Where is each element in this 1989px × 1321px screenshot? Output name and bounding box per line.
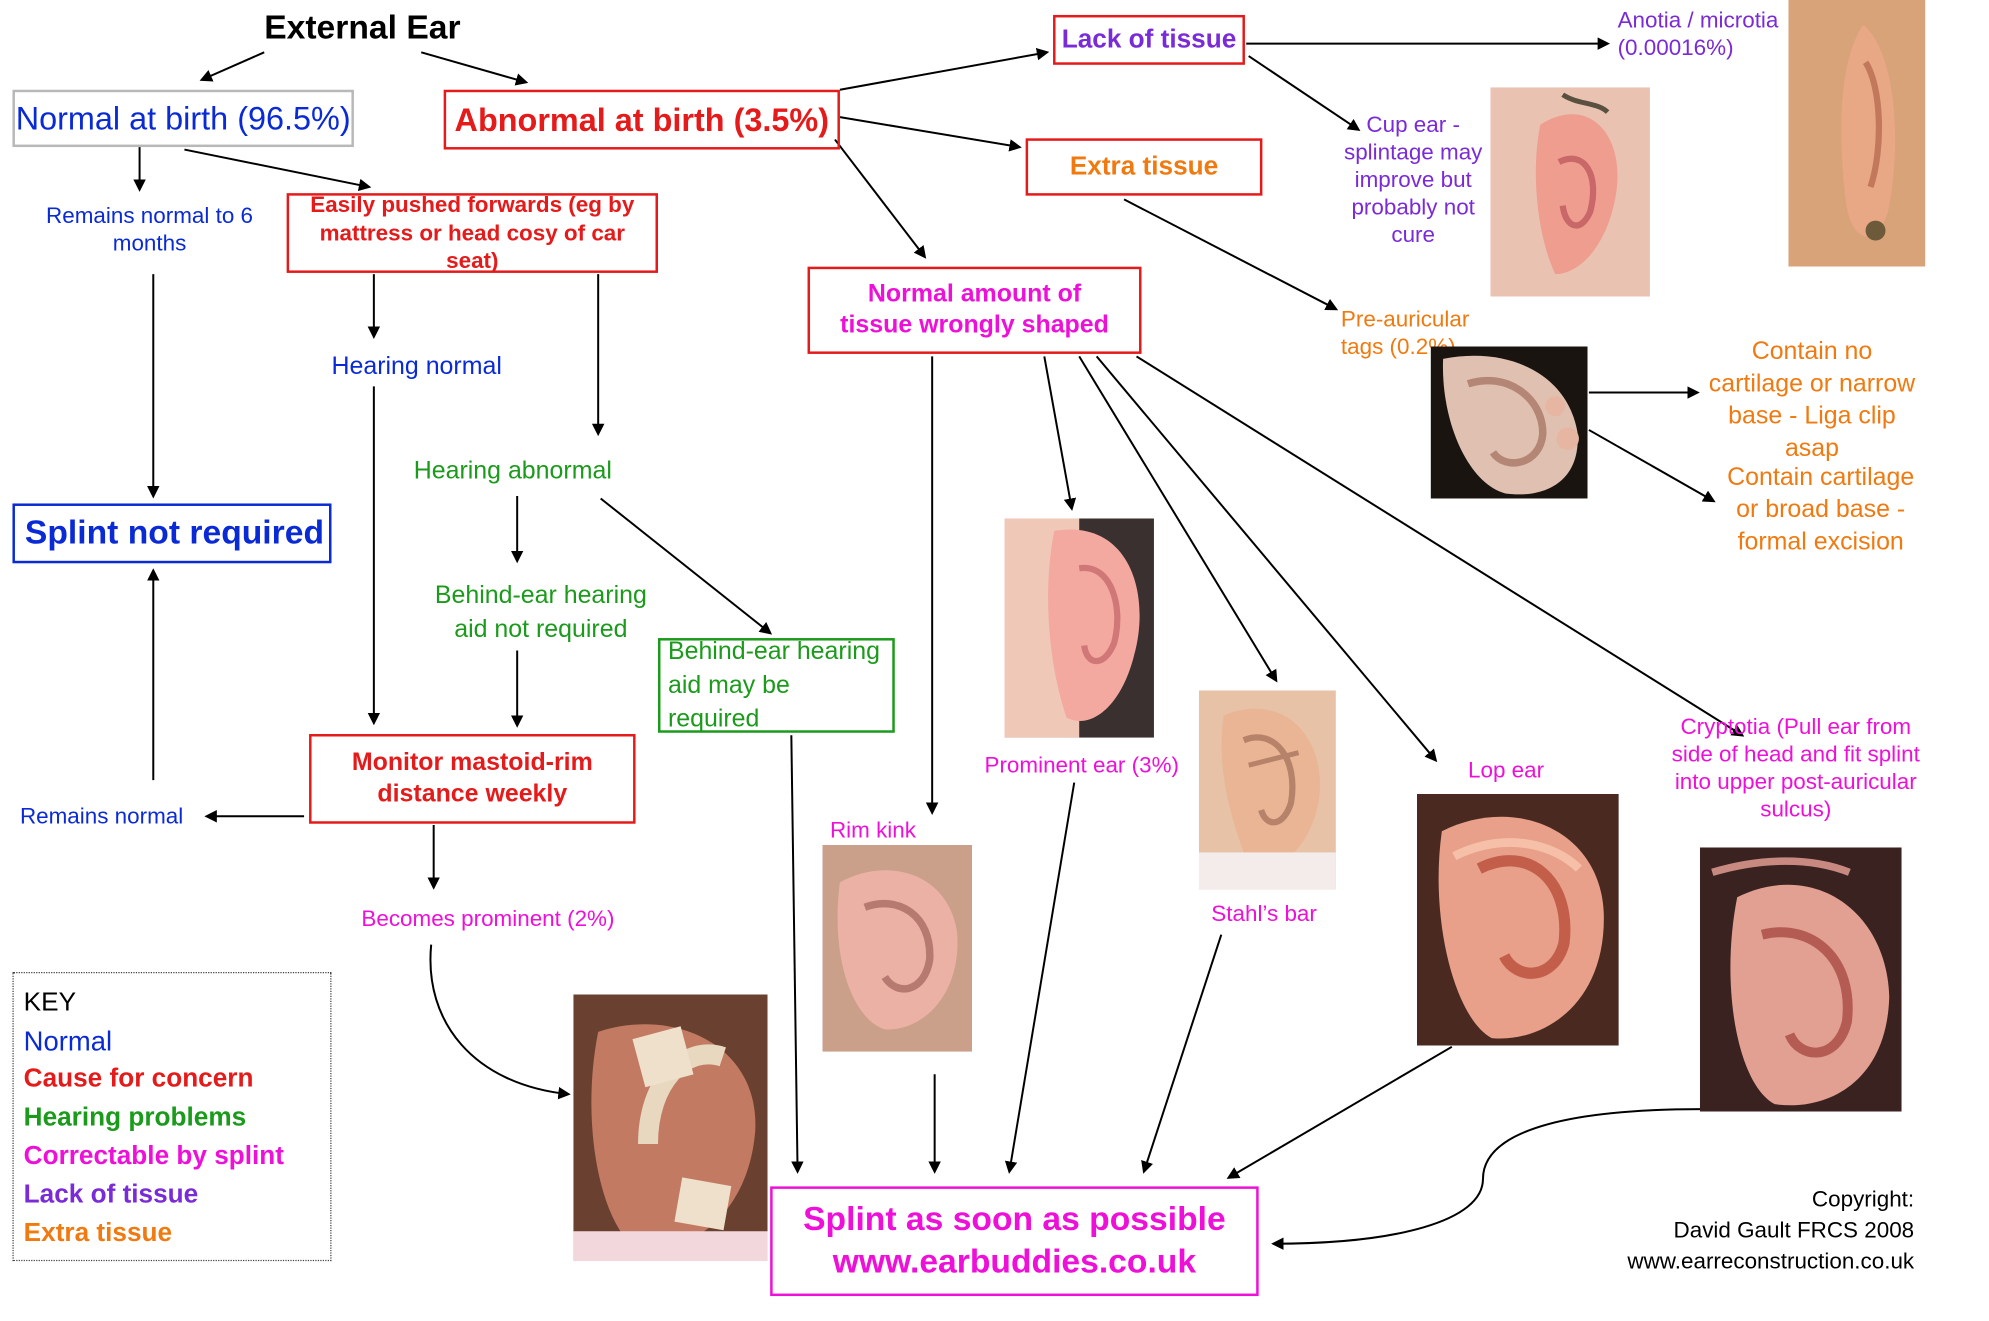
easily-pushed-box: Easily pushed forwards (eg by mattress o… <box>287 193 658 273</box>
key-legend: KEY Normal Cause for concern Hearing pro… <box>12 972 331 1261</box>
rim-kink-label: Rim kink <box>830 818 916 845</box>
anotia-microtia-label: Anotia / microtia (0.00016%) <box>1618 7 1780 62</box>
copyright-block: Copyright: David Gault FRCS 2008 www.ear… <box>1595 1184 1914 1278</box>
hearing-abnormal: Hearing abnormal <box>414 456 612 486</box>
cup-ear-photo <box>1490 87 1650 296</box>
lop-ear-label: Lop ear <box>1468 758 1544 785</box>
anotia-ear-photo <box>1788 0 1925 267</box>
cartilage-label: Contain cartilage or broad base - formal… <box>1720 461 1922 558</box>
copyright-line-2: David Gault FRCS 2008 <box>1595 1215 1914 1246</box>
key-heading: KEY <box>24 988 76 1018</box>
cup-ear-label: Cup ear - splintage may improve but prob… <box>1341 112 1486 249</box>
lop-ear-photo <box>1417 794 1619 1046</box>
extra-tissue-box: Extra tissue <box>1026 138 1263 195</box>
cryptotia-label: Cryptotia (Pull ear from side of head an… <box>1657 714 1934 823</box>
key-extra-tissue: Extra tissue <box>24 1219 172 1249</box>
becomes-prominent: Becomes prominent (2%) <box>361 906 614 933</box>
cryptotia-photo <box>1700 847 1902 1111</box>
normal-at-birth-box: Normal at birth (96.5%) <box>12 90 353 147</box>
no-cartilage-label: Contain no cartilage or narrow base - Li… <box>1702 335 1921 465</box>
earbuddies-website: www.earbuddies.co.uk <box>833 1241 1196 1283</box>
pre-auricular-tags-photo <box>1431 346 1588 498</box>
stahls-bar-label: Stahl’s bar <box>1211 901 1317 928</box>
lack-of-tissue-box: Lack of tissue <box>1053 15 1245 65</box>
abnormal-at-birth-box: Abnormal at birth (3.5%) <box>444 90 840 150</box>
diagram-title: External Ear <box>264 7 460 48</box>
prominent-ear-label: Prominent ear (3%) <box>984 753 1178 780</box>
flowchart: External Ear Normal at birth (96.5%) Rem… <box>0 0 1944 1321</box>
stahls-bar-photo <box>1199 690 1336 889</box>
key-hearing-problems: Hearing problems <box>24 1103 247 1133</box>
remains-normal-to-6-months: Remains normal to 6 months <box>37 203 261 258</box>
splint-asap-text: Splint as soon as possible <box>803 1199 1226 1241</box>
key-correctable-by-splint: Correctable by splint <box>24 1142 284 1172</box>
key-cause-for-concern: Cause for concern <box>24 1064 254 1094</box>
hearing-aid-not-required: Behind-ear hearing aid not required <box>416 579 665 646</box>
hearing-normal: Hearing normal <box>331 351 501 381</box>
remains-normal: Remains normal <box>20 804 183 831</box>
copyright-line-1: Copyright: <box>1595 1184 1914 1215</box>
monitor-mastoid-box: Monitor mastoid-rim distance weekly <box>309 734 636 824</box>
hearing-aid-may-be-required-box: Behind-ear hearing aid may be required <box>658 638 895 733</box>
copyright-line-3: www.earreconstruction.co.uk <box>1595 1247 1914 1278</box>
splint-not-required-box: Splint not required <box>12 503 331 563</box>
prominent-ear-photo <box>1004 518 1154 737</box>
rim-kink-photo <box>822 845 972 1052</box>
key-normal: Normal <box>24 1026 112 1058</box>
splinted-ear-photo <box>573 994 767 1261</box>
key-lack-of-tissue: Lack of tissue <box>24 1180 199 1210</box>
normal-amount-wrongly-shaped-box: Normal amount of tissue wrongly shaped <box>808 267 1142 354</box>
splint-asap-box: Splint as soon as possible www.earbuddie… <box>770 1186 1259 1296</box>
